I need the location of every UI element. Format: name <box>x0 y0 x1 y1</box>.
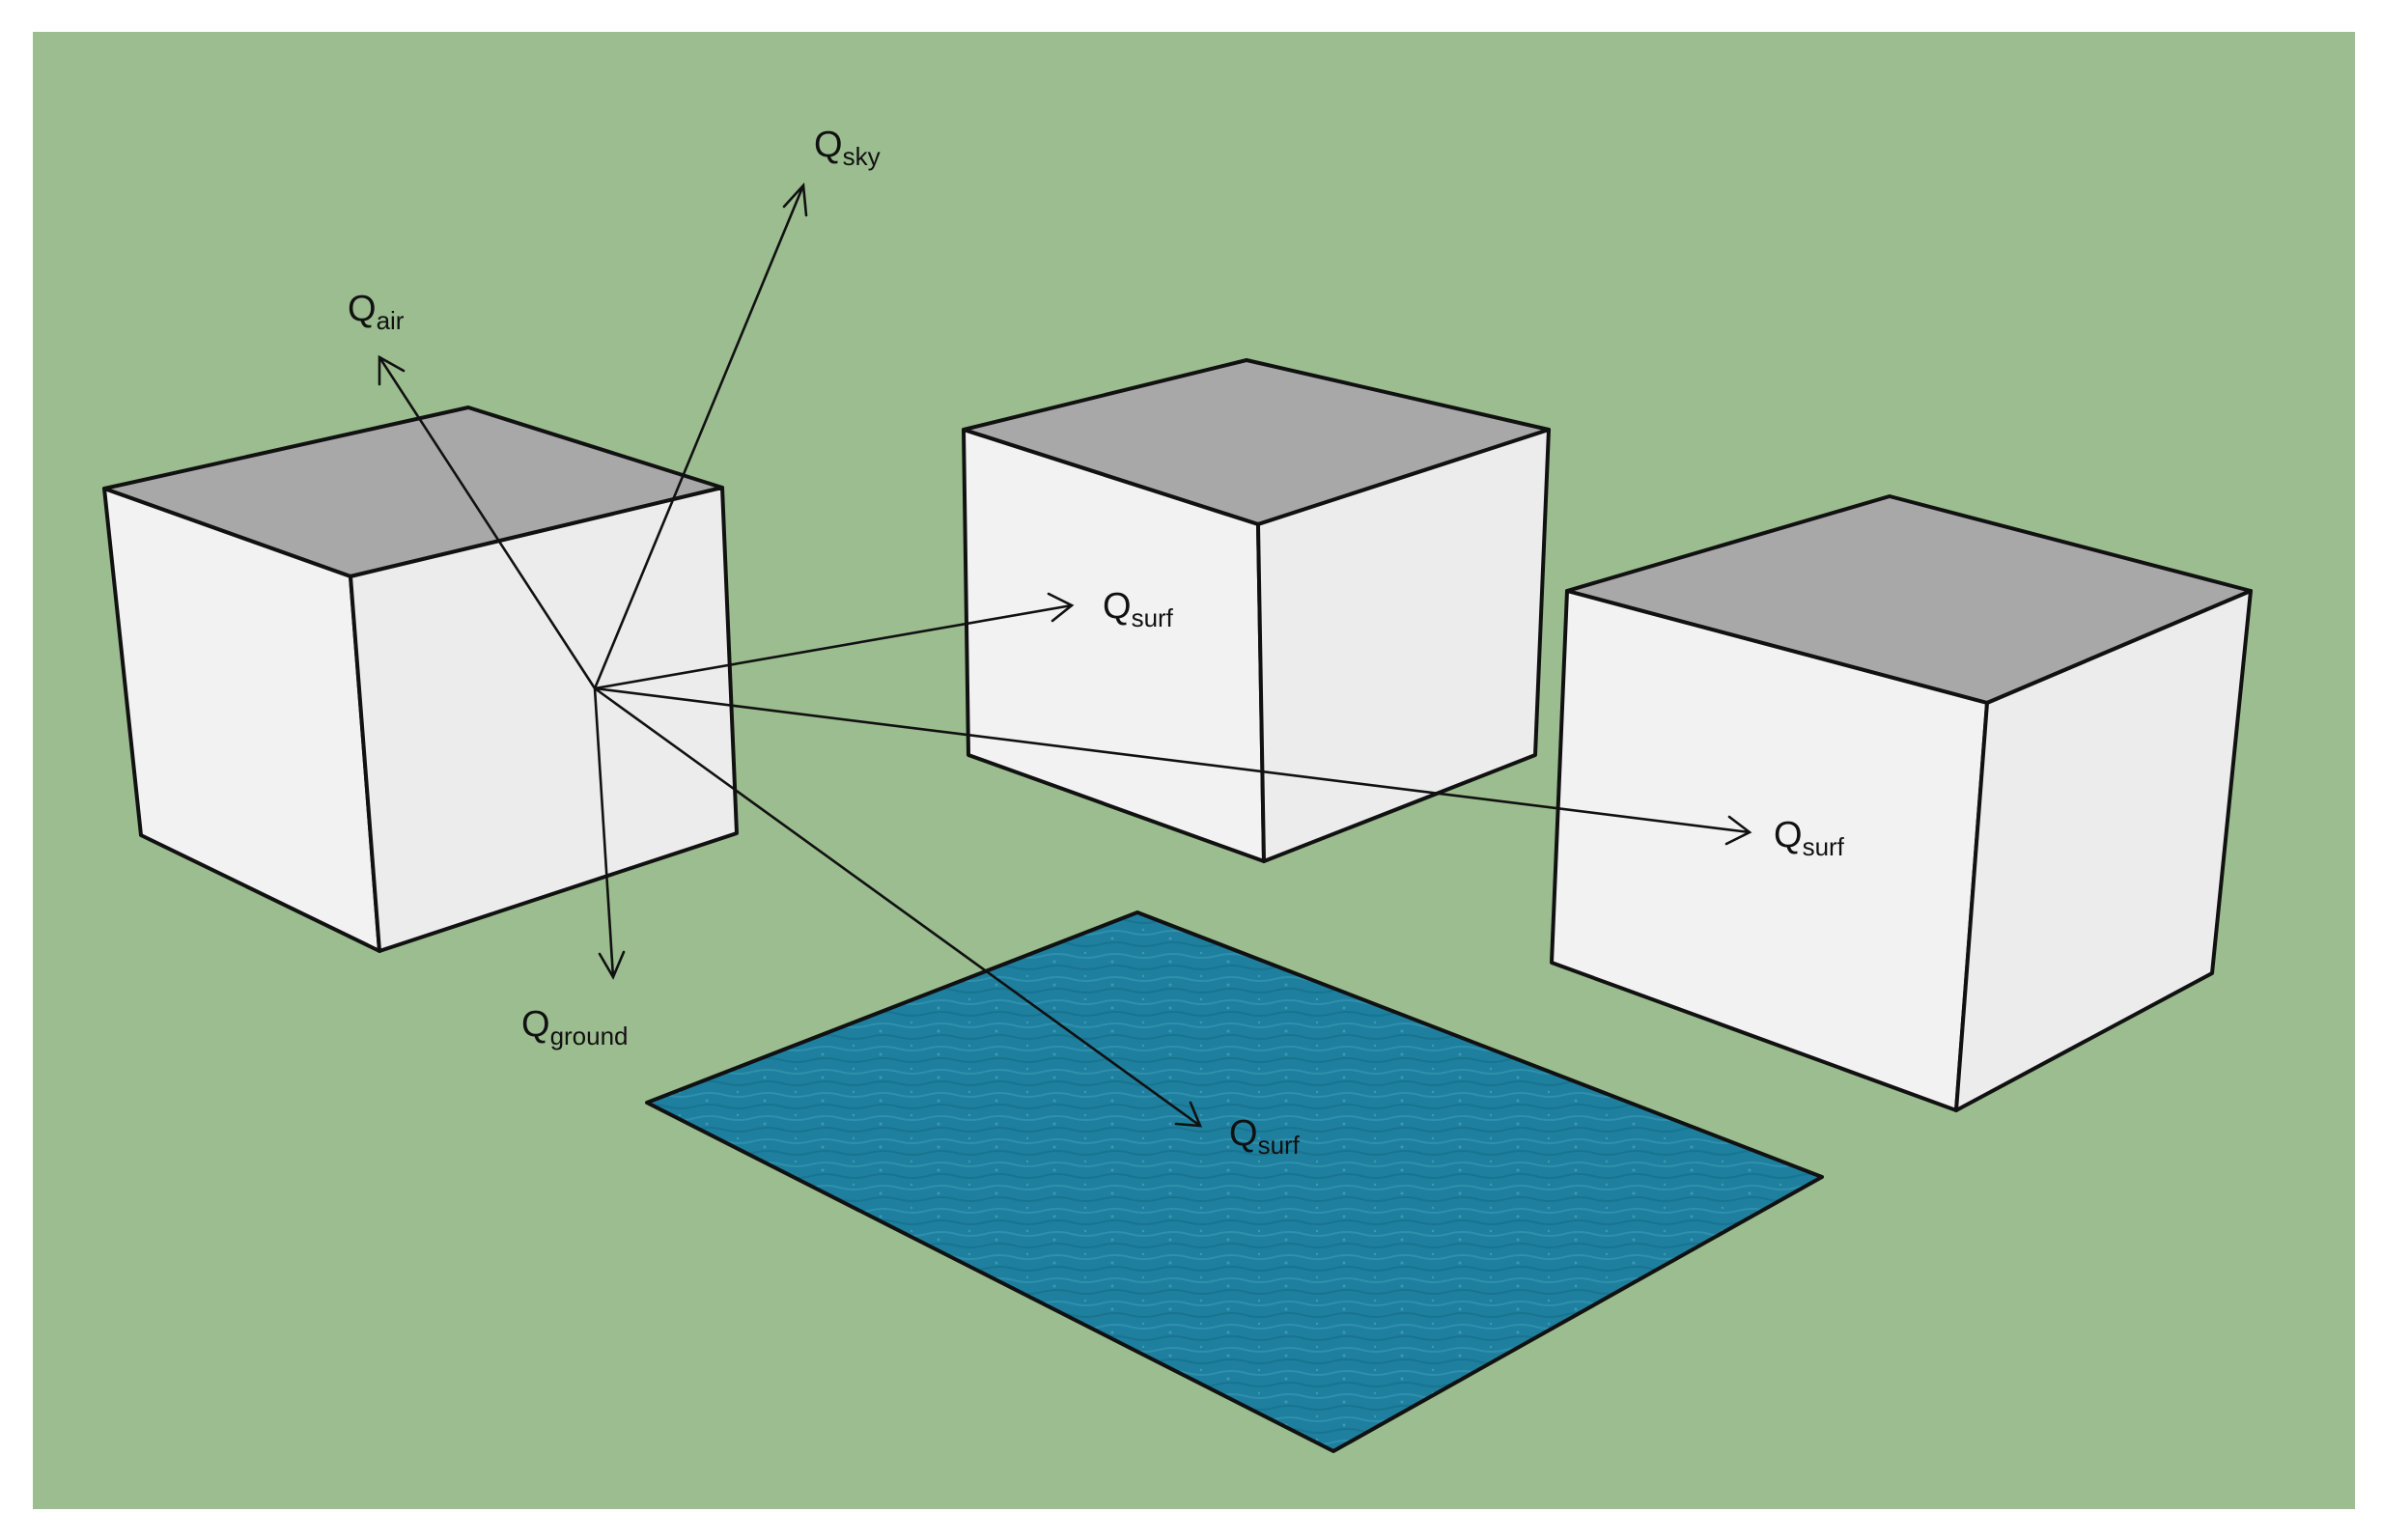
arrow-q-sky <box>593 184 805 689</box>
building-3-side-face <box>1954 589 2253 1112</box>
arrow-q-ground <box>593 687 615 978</box>
building-3 <box>1550 494 2253 1112</box>
arrow-q-surf-building-2 <box>594 603 1073 690</box>
arrow-q-ground-head <box>598 950 626 980</box>
arrow-q-surf-water <box>594 686 1201 1128</box>
arrow-q-sky-head <box>782 182 808 217</box>
arrow-q-air-head <box>378 354 406 386</box>
arrow-q-air <box>378 356 597 689</box>
building-1-side-face <box>349 486 739 953</box>
arrow-q-surf-building-2-head <box>1047 592 1075 623</box>
building-2-side-face <box>1256 428 1551 863</box>
building-1 <box>102 406 739 953</box>
water-surface <box>645 910 1824 1453</box>
label-q-sky: Qsky <box>814 125 881 171</box>
label-q-air: Qair <box>348 289 405 335</box>
label-q-surf-building-2: Qsurf <box>1103 586 1174 632</box>
label-q-ground: Qground <box>521 1004 629 1050</box>
label-q-surf-water: Qsurf <box>1229 1113 1301 1160</box>
label-q-surf-building-3: Qsurf <box>1774 815 1845 861</box>
arrow-q-surf-building-3-head <box>1724 815 1752 846</box>
building-2 <box>962 358 1551 863</box>
flux-arrows <box>378 182 1752 1128</box>
arrow-q-surf-water-head <box>1174 1101 1203 1128</box>
arrow-q-surf-building-3 <box>594 686 1751 834</box>
